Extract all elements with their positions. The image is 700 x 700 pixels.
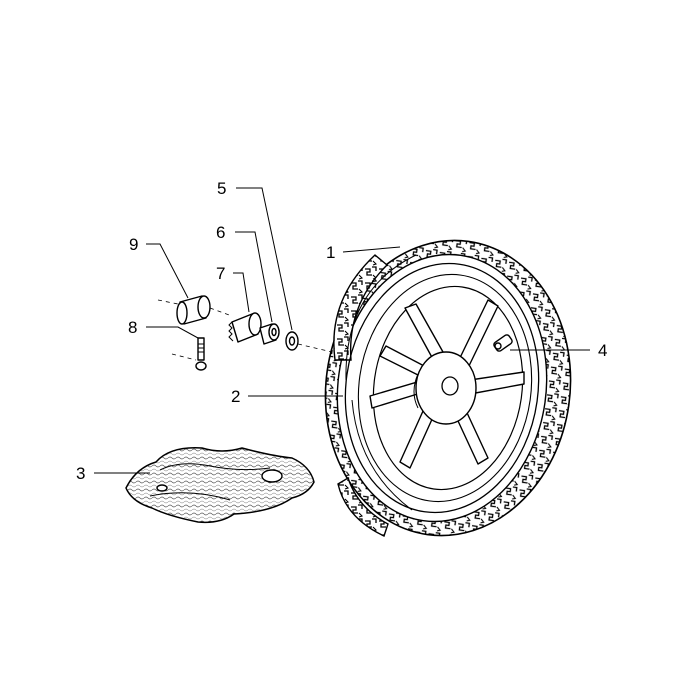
leader-1 xyxy=(342,246,401,253)
wheel-hub xyxy=(413,351,477,425)
callout-1: 1 xyxy=(326,243,335,262)
callout-3: 3 xyxy=(76,464,85,483)
callout-8: 8 xyxy=(128,318,137,337)
toothed-ring-part-7 xyxy=(228,312,262,343)
washer-part-5 xyxy=(285,331,299,351)
inner-tube-part-3 xyxy=(125,447,315,524)
leader-5 xyxy=(236,187,293,331)
callout-5: 5 xyxy=(217,179,226,198)
leader-7 xyxy=(233,272,250,313)
leader-lines xyxy=(94,187,590,474)
bushing-part-6 xyxy=(259,323,280,345)
callout-2: 2 xyxy=(231,387,240,406)
callout-numbers: 1 2 3 4 5 6 7 8 9 xyxy=(76,179,607,483)
callout-4: 4 xyxy=(598,341,607,360)
leader-6 xyxy=(235,231,273,323)
leader-9 xyxy=(146,243,189,299)
callout-9: 9 xyxy=(129,235,138,254)
callout-6: 6 xyxy=(216,223,225,242)
spacer-part-9 xyxy=(176,295,211,325)
bolt-part-8 xyxy=(195,337,207,371)
valve-part-4 xyxy=(493,334,513,352)
callout-7: 7 xyxy=(216,264,225,283)
leader-8 xyxy=(146,326,199,339)
wheel-assembly xyxy=(324,239,572,537)
axis-dashes xyxy=(157,299,333,361)
